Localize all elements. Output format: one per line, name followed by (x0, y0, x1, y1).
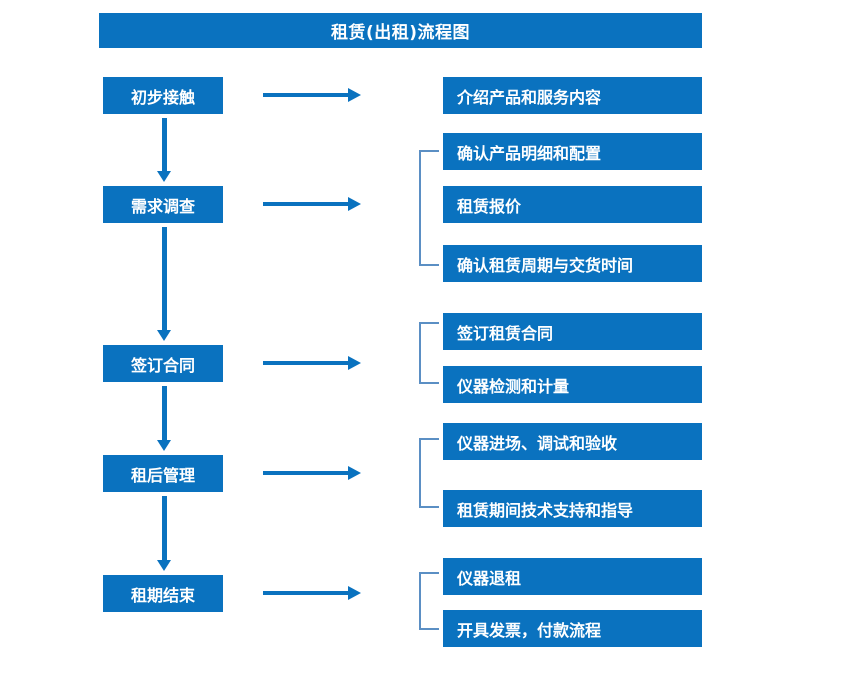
stage-box-needs-survey[interactable]: 需求调查 (103, 186, 223, 223)
arrow-head (157, 440, 171, 451)
bracket-lease-end-group (419, 572, 439, 630)
arrow-shaft (263, 471, 349, 475)
arrow-right-post-rental-management (263, 466, 361, 480)
arrow-shaft (162, 386, 167, 440)
bracket-needs-survey-group (419, 150, 439, 266)
detail-box-instrument-entry-commissioning-acceptance[interactable]: 仪器进场、调试和验收 (443, 423, 702, 460)
detail-box-instrument-return[interactable]: 仪器退租 (443, 558, 702, 595)
stage-box-lease-end[interactable]: 租期结束 (103, 575, 223, 612)
detail-box-introduce-products-services[interactable]: 介绍产品和服务内容 (443, 77, 702, 114)
detail-box-confirm-rental-period-delivery[interactable]: 确认租赁周期与交货时间 (443, 245, 702, 282)
arrow-shaft (162, 118, 167, 171)
detail-box-invoice-payment-process[interactable]: 开具发票，付款流程 (443, 610, 702, 647)
arrow-shaft (263, 202, 349, 206)
arrow-right-sign-contract (263, 356, 361, 370)
arrow-head (348, 356, 361, 370)
stage-box-post-rental-management[interactable]: 租后管理 (103, 455, 223, 492)
arrow-shaft (263, 591, 349, 595)
arrow-down-needs-survey-to-sign-contract (157, 227, 171, 341)
detail-box-technical-support-during-rental[interactable]: 租赁期间技术支持和指导 (443, 490, 702, 527)
arrow-shaft (263, 93, 349, 97)
bracket-post-rental-management-group (419, 438, 439, 508)
arrow-down-initial-contact-to-needs-survey (157, 118, 171, 182)
arrow-shaft (162, 227, 167, 330)
arrow-head (348, 88, 361, 102)
arrow-right-needs-survey (263, 197, 361, 211)
arrow-head (348, 586, 361, 600)
diagram-title: 租赁(出租)流程图 (99, 13, 702, 48)
arrow-right-lease-end (263, 586, 361, 600)
stage-box-sign-contract[interactable]: 签订合同 (103, 345, 223, 382)
arrow-down-post-rental-management-to-lease-end (157, 496, 171, 571)
detail-box-confirm-product-details-config[interactable]: 确认产品明细和配置 (443, 133, 702, 170)
detail-box-sign-rental-contract[interactable]: 签订租赁合同 (443, 313, 702, 350)
detail-box-instrument-inspection-metering[interactable]: 仪器检测和计量 (443, 366, 702, 403)
arrow-head (348, 197, 361, 211)
arrow-head (348, 466, 361, 480)
detail-box-rental-quotation[interactable]: 租赁报价 (443, 186, 702, 223)
arrow-head (157, 330, 171, 341)
arrow-head (157, 560, 171, 571)
bracket-sign-contract-group (419, 322, 439, 384)
stage-box-initial-contact[interactable]: 初步接触 (103, 77, 223, 114)
arrow-shaft (162, 496, 167, 560)
arrow-shaft (263, 361, 349, 365)
arrow-down-sign-contract-to-post-rental-management (157, 386, 171, 451)
arrow-head (157, 171, 171, 182)
arrow-right-initial-contact (263, 88, 361, 102)
